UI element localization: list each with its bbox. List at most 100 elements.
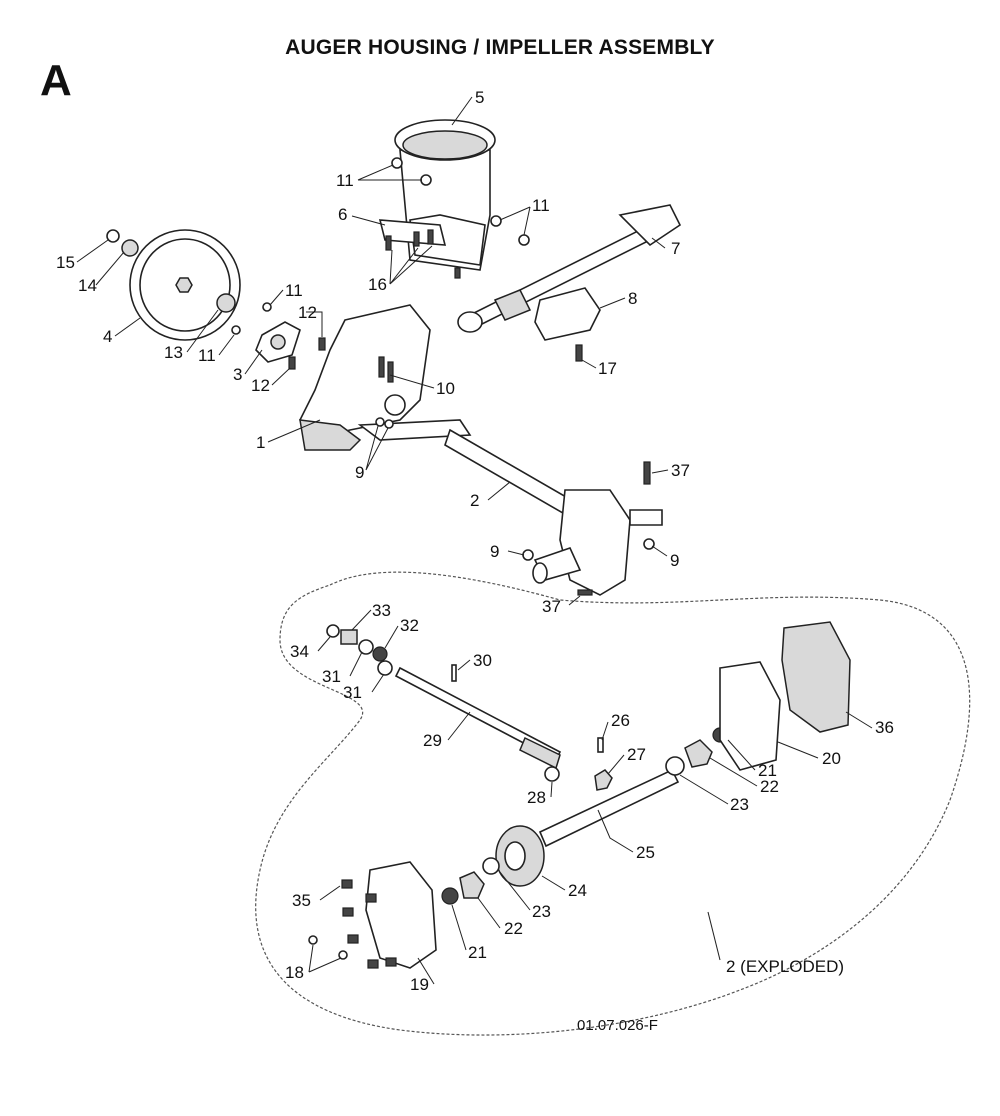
gearbox-assembly-part <box>444 428 663 596</box>
callout-label: 19 <box>410 975 429 994</box>
callout-label: 30 <box>473 651 492 670</box>
nut-icon <box>459 871 485 899</box>
bolt-icon <box>575 344 583 362</box>
leader-lines <box>76 96 873 985</box>
callout-label: 14 <box>78 276 97 295</box>
pulley-part <box>129 229 241 341</box>
gearbox-housing-part <box>365 861 437 969</box>
pin-icon <box>451 664 457 682</box>
washer-icon <box>358 639 374 655</box>
callout-label: 31 <box>343 683 362 702</box>
callout-label: 6 <box>338 205 347 224</box>
callout-label: 4 <box>103 327 112 346</box>
callout-label: 12 <box>251 376 270 395</box>
callout-label: 12 <box>298 303 317 322</box>
callout-label: 22 <box>504 919 523 938</box>
callout-label: 37 <box>671 461 690 480</box>
bolt-icon <box>341 879 353 889</box>
nut-icon <box>262 302 272 312</box>
callout-label: 2 (EXPLODED) <box>726 957 844 976</box>
chute-adapter-part <box>394 119 496 271</box>
callout-label: 7 <box>671 239 680 258</box>
fitting-icon <box>308 935 318 945</box>
callout-label: 33 <box>372 601 391 620</box>
callout-label: 17 <box>598 359 617 378</box>
nut-icon <box>420 174 432 186</box>
callout-label: 3 <box>233 365 242 384</box>
bolt-icon <box>365 893 377 903</box>
callout-label: 21 <box>758 761 777 780</box>
washer-icon <box>665 756 685 776</box>
callout-label: 31 <box>322 667 341 686</box>
bushing-icon <box>340 629 358 645</box>
washer-icon <box>482 857 500 875</box>
callout-label: 25 <box>636 843 655 862</box>
rod-bracket-part <box>534 287 601 341</box>
bolt-icon <box>288 356 296 370</box>
nut-icon <box>231 325 241 335</box>
bearing-icon <box>216 293 236 313</box>
callout-label: 11 <box>198 346 216 365</box>
callout-label: 1 <box>256 433 265 452</box>
impeller-housing-part <box>299 304 472 451</box>
washer-icon <box>326 624 340 638</box>
crank-rod-part <box>457 204 682 333</box>
callout-label: 36 <box>875 718 894 737</box>
washer-icon <box>377 660 393 676</box>
bolt-icon <box>387 361 394 383</box>
bolt-icon <box>577 589 593 596</box>
callout-label: 22 <box>760 777 779 796</box>
callout-label: 11 <box>532 196 550 215</box>
nut-icon <box>375 417 385 427</box>
callout-label: 27 <box>627 745 646 764</box>
callout-label: 5 <box>475 88 484 107</box>
callout-label: 34 <box>290 642 309 661</box>
nut-icon <box>391 157 403 169</box>
bolt-icon <box>318 337 326 351</box>
gearbox-cover-part <box>781 621 851 733</box>
nut-icon <box>518 234 530 246</box>
nut-icon <box>384 419 394 429</box>
nut-icon <box>643 538 655 550</box>
bolt-icon <box>342 907 354 917</box>
callout-label: 24 <box>568 881 587 900</box>
nut-icon <box>594 769 613 791</box>
nut-icon <box>490 215 502 227</box>
callout-label: 23 <box>532 902 551 921</box>
bolt-icon <box>378 356 385 378</box>
key-icon <box>597 737 604 753</box>
callout-label: 29 <box>423 731 442 750</box>
washer-icon <box>372 646 388 662</box>
callout-label: 11 <box>336 171 354 190</box>
washer-icon <box>544 766 560 782</box>
diagram-title: AUGER HOUSING / IMPELLER ASSEMBLY <box>285 36 715 59</box>
nut-icon <box>522 549 534 561</box>
callout-label: 20 <box>822 749 841 768</box>
callout-label: 35 <box>292 891 311 910</box>
callout-label: 37 <box>542 597 561 616</box>
callout-label: 16 <box>368 275 387 294</box>
callout-label: 18 <box>285 963 304 982</box>
nut-icon <box>121 239 139 257</box>
bolt-icon <box>643 461 651 485</box>
callout-label: 9 <box>670 551 679 570</box>
figure-number: 01.07.026-F <box>577 1017 658 1034</box>
gasket-part <box>719 661 781 771</box>
washer-icon <box>441 887 459 905</box>
washer-icon <box>106 229 120 243</box>
callout-label: 13 <box>164 343 183 362</box>
bolt-set-16 <box>385 229 461 279</box>
callout-label: 32 <box>400 616 419 635</box>
callout-label: 23 <box>730 795 749 814</box>
section-letter: A <box>40 56 72 105</box>
callout-label: 8 <box>628 289 637 308</box>
callout-labels: 5 11 11 6 7 16 15 14 4 11 12 13 11 3 12 … <box>56 88 894 994</box>
worm-shaft-part <box>394 666 562 770</box>
bolt-icon <box>367 959 379 969</box>
bolt-icon <box>385 957 397 967</box>
callout-label: 11 <box>285 281 303 300</box>
callout-label: 28 <box>527 788 546 807</box>
callout-label: 9 <box>355 463 364 482</box>
callout-label: 26 <box>611 711 630 730</box>
